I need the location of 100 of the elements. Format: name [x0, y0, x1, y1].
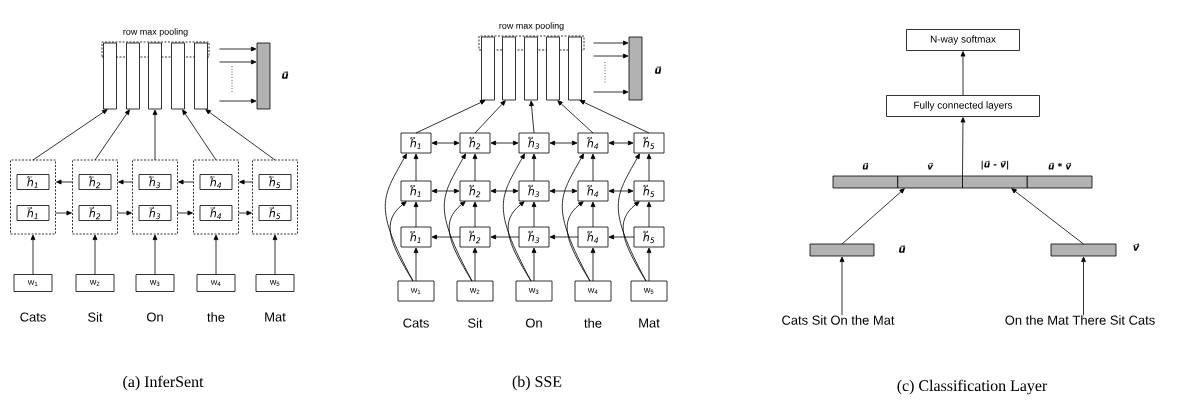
bilstm-cell	[132, 159, 178, 235]
word-box: w$_{5}$	[255, 274, 295, 292]
arrow	[646, 201, 652, 228]
arrow	[841, 188, 905, 245]
hidden-state-box: h⃗$_{3}$	[138, 205, 172, 221]
arrow	[646, 153, 652, 182]
layer-box: Fully connected layers	[886, 95, 1040, 117]
feature-column	[502, 36, 516, 101]
vector-segment: u⃗ * v⃗	[1026, 162, 1093, 189]
arrow	[30, 234, 36, 275]
arrow	[213, 234, 219, 275]
arrow	[549, 234, 579, 240]
arrow	[474, 100, 506, 134]
hidden-state-box: h⃖$_{3}$	[138, 174, 172, 190]
hidden-state-box: h⃡$_{4}$	[577, 180, 609, 202]
arrow	[960, 51, 966, 96]
arrow	[178, 179, 194, 185]
arrow	[239, 179, 253, 185]
hidden-state-box: h⃖$_{5}$	[258, 174, 292, 190]
arrow	[593, 89, 629, 95]
word-label: the	[207, 312, 225, 322]
word-label: Sit	[468, 318, 483, 328]
node-label: |u⃗ - v⃗|	[981, 160, 1009, 170]
arrow	[56, 179, 73, 185]
hidden-state-box: h⃡$_{1}$	[400, 226, 432, 248]
word-box: w$_{5}$	[630, 280, 668, 302]
arrow	[238, 210, 252, 216]
arrow	[531, 153, 537, 182]
arrow	[531, 247, 537, 282]
feature-column	[546, 36, 560, 101]
arrow	[219, 59, 257, 65]
feature-column	[126, 42, 140, 110]
arrow	[590, 153, 596, 182]
arrow	[94, 109, 130, 161]
hidden-state-box: h⃡$_{5}$	[633, 132, 665, 154]
arrow	[608, 234, 635, 240]
hidden-state-box: h⃡$_{3}$	[518, 180, 550, 202]
feature-column	[103, 42, 117, 110]
caption: (b) SSE	[512, 375, 562, 391]
hidden-state-box: h⃖$_{4}$	[199, 174, 233, 190]
hidden-state-box: h⃡$_{3}$	[518, 226, 550, 248]
arrow	[549, 140, 578, 146]
word-label: Sit	[88, 312, 103, 322]
arrow	[413, 201, 419, 228]
arrow	[118, 179, 133, 185]
arrow	[549, 188, 578, 194]
hidden-state-box: h⃡$_{4}$	[577, 132, 609, 154]
word-label: Mat	[265, 312, 286, 322]
hidden-state-box: h⃡$_{4}$	[577, 226, 609, 248]
arrow	[413, 247, 419, 282]
word-box: w$_{4}$	[574, 280, 612, 302]
hidden-state-box: h⃗$_{1}$	[16, 205, 50, 221]
arrow	[960, 117, 966, 177]
arrow	[1011, 188, 1084, 245]
hidden-state-box: h⃡$_{5}$	[633, 180, 665, 202]
bilstm-cell	[10, 159, 56, 235]
sentence-text: On the Mat There Sit Cats	[1005, 315, 1155, 325]
word-box: w$_{2}$	[456, 280, 494, 302]
caption: (c) Classification Layer	[897, 379, 1048, 395]
arrow	[152, 234, 158, 275]
arrow	[472, 153, 478, 182]
hidden-state-box: h⃡$_{2}$	[459, 132, 491, 154]
node-label: u⃗	[862, 162, 869, 170]
bilstm-cell	[72, 159, 118, 235]
bilstm-cell	[193, 159, 239, 235]
feature-column	[171, 42, 185, 110]
arrow	[413, 153, 419, 182]
curved-arrow	[384, 153, 414, 282]
word-label: Mat	[639, 318, 660, 328]
arrow	[431, 140, 460, 146]
arrow	[557, 100, 594, 134]
arrow	[531, 201, 537, 228]
arrow	[593, 53, 629, 59]
arrow	[1081, 256, 1086, 316]
word-label: the	[584, 318, 602, 328]
arrow	[431, 188, 460, 194]
vector-segment: u⃗	[832, 162, 899, 189]
arrow	[839, 256, 845, 316]
arrow	[490, 234, 520, 240]
word-box: w$_{1}$	[13, 274, 53, 292]
node-label: v⃗	[927, 162, 934, 170]
arrow	[177, 210, 193, 216]
vector-segment: |u⃗ - v⃗|	[962, 160, 1028, 189]
feature-column	[148, 42, 162, 110]
hidden-state-box: h⃖$_{2}$	[78, 174, 112, 190]
arrow	[593, 40, 629, 46]
bilstm-cell	[252, 159, 298, 235]
word-box: w$_{1}$	[397, 280, 435, 302]
arrow	[579, 100, 650, 134]
word-box: w$_{4}$	[196, 274, 236, 292]
pooling-window: row max pooling	[101, 28, 210, 58]
arrow	[472, 201, 478, 228]
sentence-text: Cats Sit On the Mat	[782, 315, 895, 325]
word-label: Cats	[20, 312, 46, 322]
hidden-state-box: h⃖$_{1}$	[16, 174, 50, 190]
hidden-state-box: h⃡$_{3}$	[518, 132, 550, 154]
curved-arrow	[561, 153, 591, 282]
hidden-state-box: h⃡$_{2}$	[459, 180, 491, 202]
arrow	[608, 140, 634, 146]
arrow	[55, 210, 72, 216]
